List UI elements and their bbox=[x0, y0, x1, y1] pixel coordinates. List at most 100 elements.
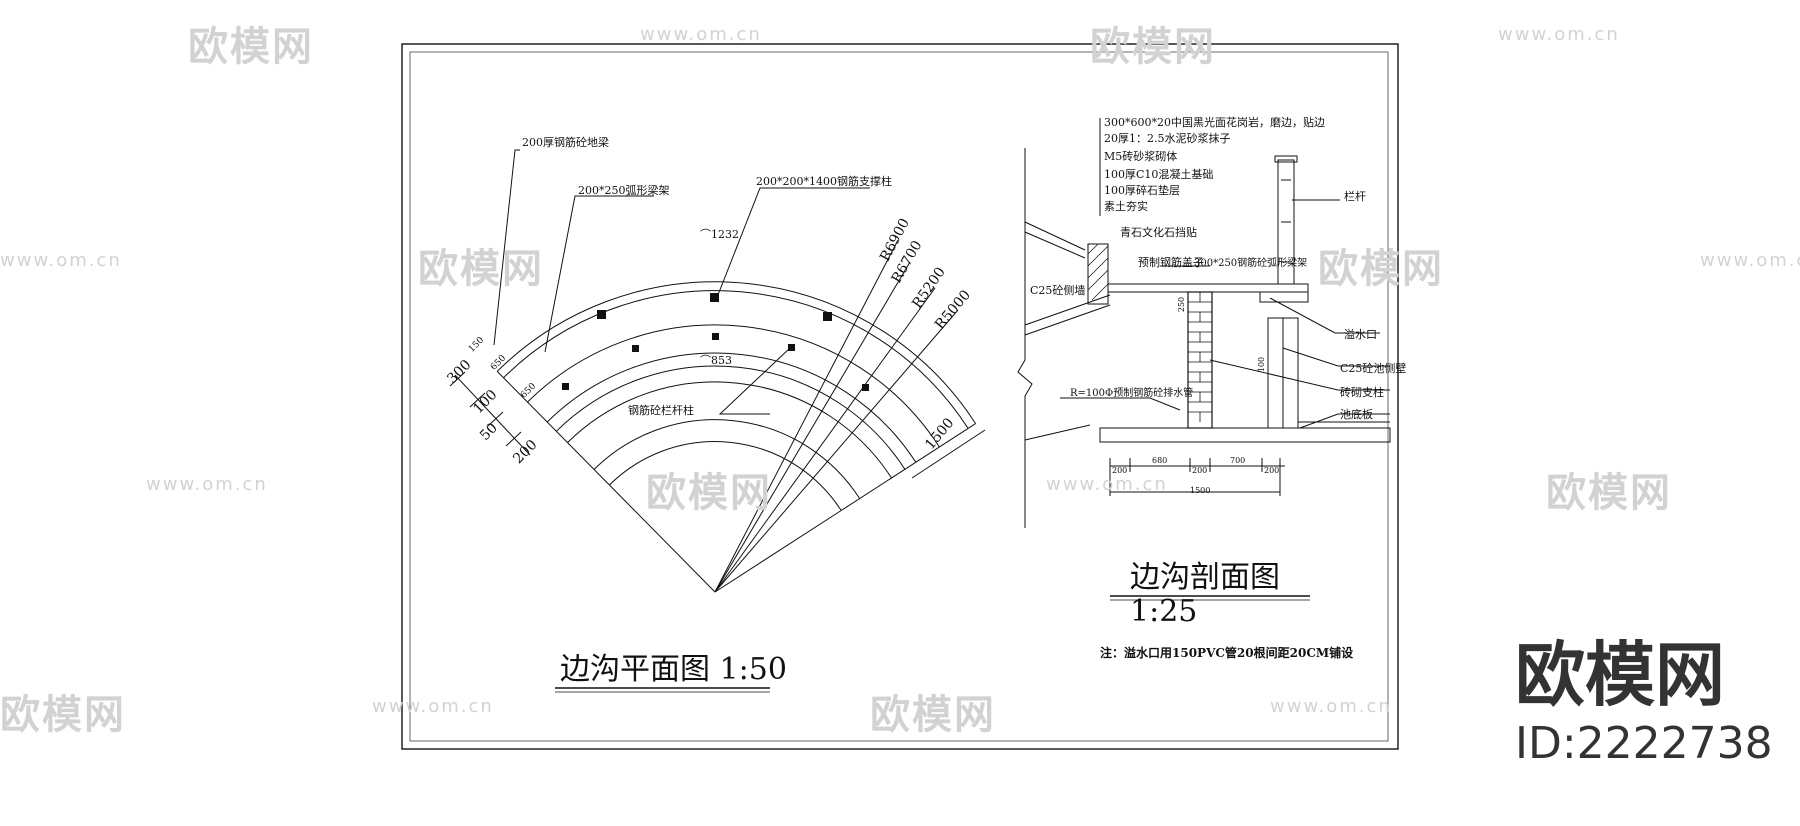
plan-label-rail-post: 钢筋砼栏杆柱 bbox=[628, 404, 694, 417]
plan-radial-right bbox=[714, 510, 842, 593]
watermark-url: www.om.cn bbox=[640, 24, 762, 45]
hatch-line bbox=[1087, 245, 1109, 267]
plan-dim-tick bbox=[505, 431, 522, 447]
section-dim: 1500 bbox=[1190, 486, 1211, 495]
plan-title: 边沟平面图 1:50 bbox=[560, 652, 787, 687]
section-view bbox=[1017, 118, 1391, 528]
plan-end-left bbox=[496, 371, 610, 486]
outer-frame bbox=[401, 43, 1399, 750]
watermark-logo: 欧模网 bbox=[0, 692, 126, 738]
section-label-slab: 预制钢筋盖子 bbox=[1138, 256, 1204, 269]
plan-post bbox=[632, 345, 639, 352]
watermark-logo: 欧模网 bbox=[1090, 24, 1216, 70]
section-layer-1: 300*600*20中国黑光面花岗岩，磨边，贴边 bbox=[1104, 116, 1325, 129]
section-rail-cap bbox=[1274, 155, 1298, 163]
section-overflow-ledge bbox=[1259, 291, 1309, 303]
watermark-url: www.om.cn bbox=[146, 474, 268, 495]
watermark-url: www.om.cn bbox=[1270, 696, 1392, 717]
plan-arc-7 bbox=[593, 419, 861, 499]
section-leader-column bbox=[1209, 359, 1390, 391]
section-railing bbox=[1277, 159, 1295, 285]
watermark-url: www.om.cn bbox=[372, 696, 494, 717]
plan-end-right bbox=[840, 423, 976, 511]
section-dim: 200 bbox=[1112, 466, 1128, 475]
plan-arc-4 bbox=[546, 352, 917, 463]
section-brick-column bbox=[1187, 291, 1213, 429]
section-label-brick: 砖砌支柱 bbox=[1340, 386, 1384, 399]
plan-label-column: 200*200*1400钢筋支撑柱 bbox=[756, 175, 892, 188]
plan-post bbox=[562, 383, 569, 390]
plan-arc-1 bbox=[496, 281, 977, 424]
plan-label-arc-beam: 200*250弧形梁架 bbox=[578, 184, 670, 197]
hatch-line bbox=[1087, 257, 1109, 279]
section-slope-3 bbox=[1024, 294, 1111, 326]
plan-post bbox=[712, 333, 719, 340]
section-scale: 1:25 bbox=[1130, 594, 1198, 629]
section-leader-base bbox=[1299, 413, 1390, 429]
plan-post bbox=[862, 384, 869, 391]
section-layer-3: M5砖砂浆砌体 bbox=[1104, 150, 1178, 163]
section-leader-overflow bbox=[1269, 297, 1380, 334]
plan-radius-r6700 bbox=[714, 261, 911, 593]
brand-id: ID:2222738 bbox=[1515, 718, 1773, 769]
section-dim: 200 bbox=[1192, 466, 1208, 475]
section-label-overflow: 溢水口 bbox=[1344, 328, 1377, 341]
watermark-logo: 欧模网 bbox=[188, 24, 314, 70]
brand-block: 欧模网 ID:2222738 bbox=[1515, 640, 1773, 769]
section-label-c25-right: C25砼池侧壁 bbox=[1340, 362, 1407, 375]
plan-leader-beam bbox=[544, 195, 654, 353]
plan-dim-tick bbox=[449, 371, 466, 387]
plan-arc-6 bbox=[567, 381, 893, 479]
section-title: 边沟剖面图 bbox=[1130, 560, 1280, 595]
plan-markers bbox=[562, 293, 869, 391]
plan-arc-8 bbox=[609, 441, 842, 511]
plan-column bbox=[597, 310, 606, 319]
plan-dim-line-left bbox=[454, 374, 531, 456]
section-slope-4 bbox=[1024, 304, 1111, 336]
section-label-base: 池底板 bbox=[1340, 408, 1373, 421]
section-dim: 700 bbox=[1230, 456, 1246, 465]
plan-arc-length-top: ⌒1232 bbox=[700, 228, 739, 241]
section-dim: 680 bbox=[1152, 456, 1168, 465]
watermark-url: www.om.cn bbox=[1046, 474, 1168, 495]
plan-radius-r5200 bbox=[714, 287, 936, 593]
plan-arc-length-bottom: ⌒853 bbox=[700, 354, 732, 367]
plan-radius-r5000 bbox=[714, 309, 959, 593]
watermark-logo: 欧模网 bbox=[870, 692, 996, 738]
watermark-logo: 欧模网 bbox=[646, 470, 772, 516]
watermark-logo: 欧模网 bbox=[418, 246, 544, 292]
brand-name: 欧模网 bbox=[1515, 634, 1725, 716]
section-wall-hatch bbox=[1087, 243, 1109, 301]
section-label-stone: 青石文化石挡贴 bbox=[1120, 226, 1197, 239]
plan-dim-tick bbox=[487, 411, 504, 427]
section-layer-5: 100厚碎石垫层 bbox=[1104, 184, 1180, 197]
section-leader-pipe bbox=[1060, 397, 1181, 411]
section-dim: 200 bbox=[1264, 466, 1280, 475]
section-layer-4: 100厚C10混凝土基础 bbox=[1104, 168, 1214, 181]
plan-post bbox=[788, 344, 795, 351]
section-dim: 100 bbox=[1257, 356, 1267, 373]
section-label-pipe: R=100Φ预制钢筋砼排水管 bbox=[1070, 388, 1194, 399]
section-break-line bbox=[1017, 148, 1033, 528]
section-slope-2 bbox=[1024, 231, 1086, 259]
section-c25-wall bbox=[1087, 243, 1109, 305]
plan-arc-3 bbox=[527, 324, 940, 448]
section-layer-6: 素土夯实 bbox=[1104, 200, 1148, 213]
section-slope-1 bbox=[1024, 221, 1086, 251]
watermark-url: www.om.cn bbox=[1498, 24, 1620, 45]
section-leader-c25r bbox=[1282, 347, 1390, 367]
plan-column bbox=[823, 312, 832, 321]
section-slope-5 bbox=[1024, 424, 1091, 441]
watermark-logo: 欧模网 bbox=[1318, 246, 1444, 292]
plan-leader-post bbox=[718, 347, 791, 415]
section-note: 注：溢水口用150PVC管20根间距20CM铺设 bbox=[1100, 646, 1354, 660]
plan-radial-left bbox=[609, 484, 716, 593]
watermark-url: www.om.cn bbox=[0, 250, 122, 271]
hatch-line bbox=[1087, 243, 1099, 255]
plan-leader-column bbox=[715, 187, 870, 301]
plan-leader-wall bbox=[493, 149, 520, 346]
section-label-beam: 300*250钢筋砼弧形梁架 bbox=[1194, 258, 1308, 269]
section-cover-slab bbox=[1107, 283, 1309, 293]
plan-dim-line-right bbox=[911, 429, 986, 479]
